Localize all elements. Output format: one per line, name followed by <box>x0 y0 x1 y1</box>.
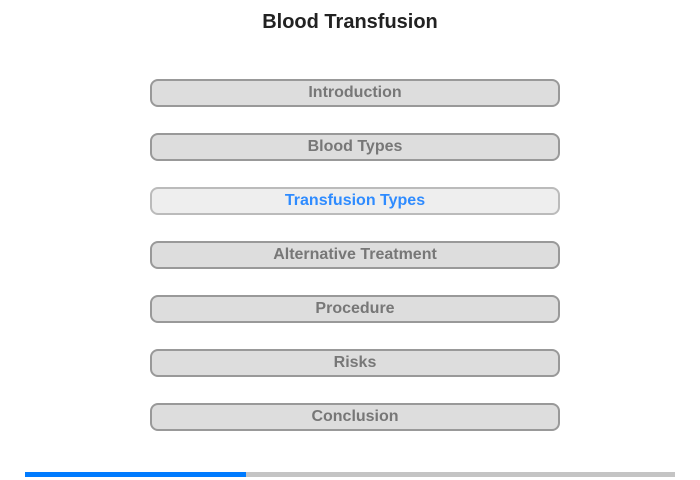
menu-item-risks[interactable]: Risks <box>150 349 560 377</box>
progress-fill <box>25 472 246 477</box>
progress-bar <box>25 472 675 477</box>
menu-item-procedure[interactable]: Procedure <box>150 295 560 323</box>
page-title: Blood Transfusion <box>262 11 438 33</box>
menu-item-transfusion-types[interactable]: Transfusion Types <box>150 187 560 215</box>
topic-menu: Introduction Blood Types Transfusion Typ… <box>150 79 560 457</box>
menu-item-conclusion[interactable]: Conclusion <box>150 403 560 431</box>
menu-item-blood-types[interactable]: Blood Types <box>150 133 560 161</box>
menu-item-alternative-treatment[interactable]: Alternative Treatment <box>150 241 560 269</box>
menu-item-introduction[interactable]: Introduction <box>150 79 560 107</box>
